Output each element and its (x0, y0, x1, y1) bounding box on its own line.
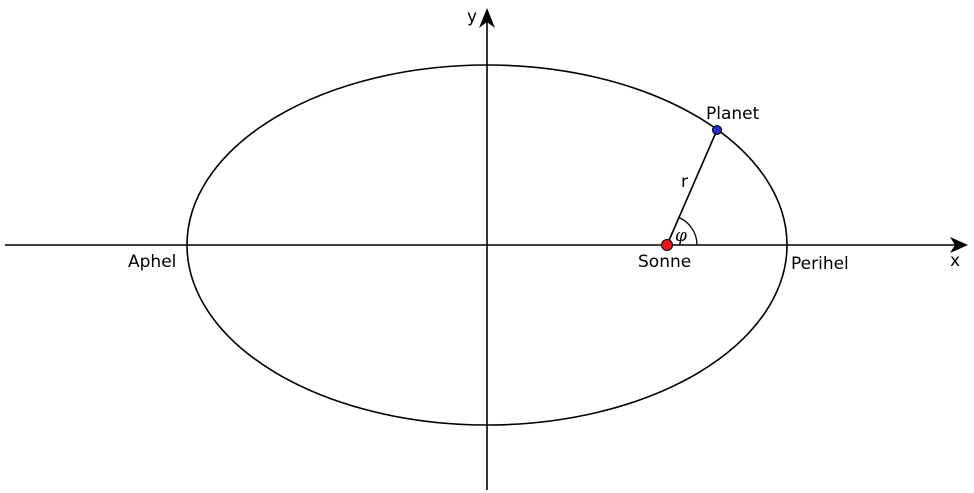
planet-label: Planet (706, 104, 760, 124)
x-axis-arrow-icon (950, 237, 968, 253)
planet-marker (712, 125, 722, 135)
perihel-label: Perihel (791, 254, 849, 274)
radius-line (666, 129, 718, 246)
aphel-label: Aphel (128, 252, 176, 272)
y-axis-arrow-icon (479, 8, 495, 28)
angle-label: φ (675, 226, 687, 246)
x-axis-label: x (950, 251, 960, 271)
sonne-label: Sonne (638, 252, 691, 272)
angle-arc (678, 216, 698, 246)
sun-marker (661, 239, 673, 251)
orbit-ellipse (186, 64, 788, 426)
radius-label: r (681, 172, 688, 192)
y-axis-label: y (467, 7, 477, 27)
